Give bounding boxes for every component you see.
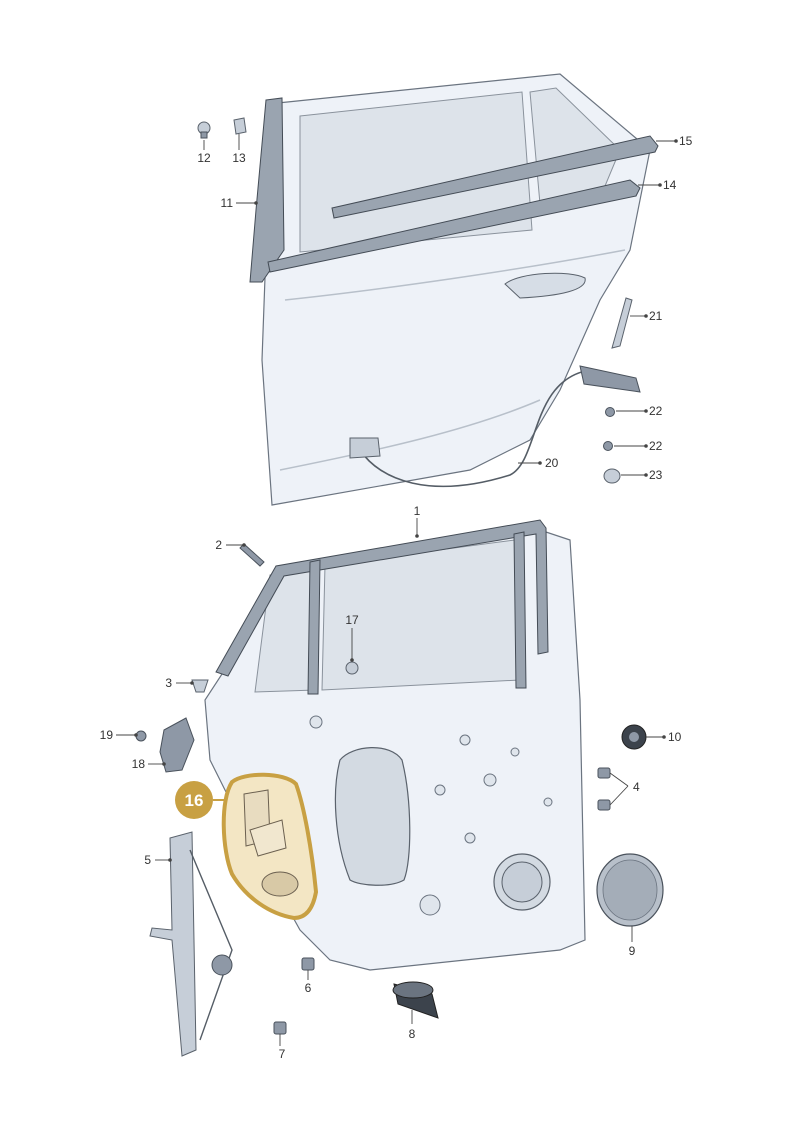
part-4-nut-b bbox=[597, 799, 611, 811]
callout-9: 9 bbox=[629, 944, 636, 958]
part-1-window-channel-rear bbox=[513, 531, 527, 689]
part-22-clip-b bbox=[603, 441, 613, 451]
part-15-seal-strip bbox=[331, 135, 659, 219]
part-5-window-regulator bbox=[149, 831, 233, 1057]
callout-4: 4 bbox=[633, 780, 640, 794]
part-20-release-cable bbox=[349, 365, 641, 488]
callout-20: 20 bbox=[545, 456, 559, 470]
badge-16-circle[interactable] bbox=[175, 781, 213, 819]
part-3-clip bbox=[191, 679, 209, 693]
part-18-bracket bbox=[159, 717, 195, 773]
part-4-nut-a bbox=[597, 767, 611, 779]
callout-21: 21 bbox=[649, 309, 663, 323]
part-12-clip bbox=[197, 121, 211, 139]
callout-18: 18 bbox=[132, 757, 146, 771]
part-10-grommet bbox=[621, 724, 647, 750]
callout-12: 12 bbox=[197, 151, 211, 165]
callout-17: 17 bbox=[345, 613, 359, 627]
part-16-highlighted[interactable] bbox=[221, 772, 319, 921]
badge-16[interactable]: 16 bbox=[175, 781, 213, 819]
callout-labels: 12 13 11 15 14 21 22 22 23 20 1 2 3 17 1… bbox=[100, 134, 693, 1061]
part-14-waist-seal bbox=[267, 179, 641, 273]
callout-15: 15 bbox=[679, 134, 693, 148]
callout-22a: 22 bbox=[649, 404, 663, 418]
callout-19: 19 bbox=[100, 728, 114, 742]
part-22-clip-a bbox=[605, 407, 615, 417]
part-11-pillar-trim bbox=[249, 97, 285, 283]
callout-23: 23 bbox=[649, 468, 663, 482]
callout-13: 13 bbox=[232, 151, 246, 165]
part-6-clip bbox=[301, 957, 315, 971]
callout-8: 8 bbox=[409, 1027, 416, 1041]
badge-16-label: 16 bbox=[185, 791, 204, 810]
outer-door-skin bbox=[261, 73, 651, 506]
part-19-screw bbox=[135, 730, 147, 742]
part-1-window-channel bbox=[307, 559, 321, 695]
part-23-cap bbox=[603, 468, 621, 484]
callout-10: 10 bbox=[668, 730, 682, 744]
callout-22b: 22 bbox=[649, 439, 663, 453]
callout-6: 6 bbox=[305, 981, 312, 995]
leader-lines bbox=[116, 134, 678, 1046]
part-8-tape-roll bbox=[392, 981, 439, 1019]
part-7-clip bbox=[273, 1021, 287, 1035]
callout-11: 11 bbox=[221, 196, 234, 210]
part-17-screw bbox=[345, 661, 359, 675]
part-9-speaker-grille bbox=[596, 853, 664, 927]
part-21-bracket bbox=[611, 297, 633, 349]
callout-5: 5 bbox=[144, 853, 151, 867]
callout-1: 1 bbox=[414, 504, 421, 518]
part-13-bracket bbox=[233, 117, 247, 135]
callout-2: 2 bbox=[215, 538, 222, 552]
callout-14: 14 bbox=[663, 178, 677, 192]
part-2-pin bbox=[239, 543, 265, 567]
callout-7: 7 bbox=[279, 1047, 286, 1061]
callout-3: 3 bbox=[165, 676, 172, 690]
